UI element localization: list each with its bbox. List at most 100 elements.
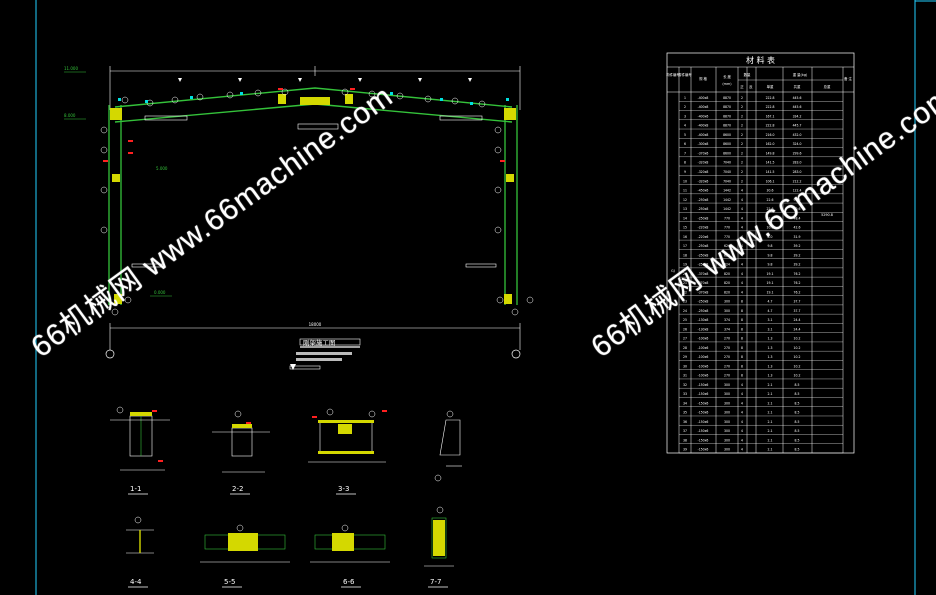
table-cell: 141.5 xyxy=(766,170,775,174)
weld-mark xyxy=(128,140,133,142)
table-cell: 1.3 xyxy=(768,346,773,350)
table-cell: 29 xyxy=(683,355,687,359)
header-component: 构件编号 xyxy=(666,72,680,77)
header-unit-weight: 单重 xyxy=(767,84,774,89)
table-cell: 212.2 xyxy=(793,179,802,183)
part-bubble xyxy=(254,89,262,97)
table-cell: 4 xyxy=(741,438,743,442)
table-cell: 770 xyxy=(724,216,730,220)
table-cell: 4 xyxy=(741,272,743,276)
section-labels: 1-1 2-2 3-3 4-4 5-5 6-6 7-7 xyxy=(130,485,441,586)
table-cell: 4 xyxy=(741,253,743,257)
table-cell: 8 xyxy=(741,355,743,359)
purlin-triangle xyxy=(178,78,182,82)
table-cell: 7040 xyxy=(723,170,731,174)
table-cell: 820 xyxy=(724,290,730,294)
table-cell: 374 xyxy=(724,327,730,331)
section-label-4-4: 4-4 xyxy=(130,578,142,586)
table-cell: 167.1 xyxy=(766,114,775,118)
part-bubble xyxy=(368,410,376,418)
table-cell: 39.2 xyxy=(794,253,801,257)
bolt-mark xyxy=(190,96,193,99)
table-cell: 22.6 xyxy=(767,198,774,202)
table-cell: 15 xyxy=(683,226,687,230)
table-cell: -300x8 xyxy=(698,142,709,146)
table-cell: 30 xyxy=(683,364,687,368)
table-cell: -250x8 xyxy=(698,198,709,202)
table-cell: -150x6 xyxy=(698,438,709,442)
table-cell: -400x8 xyxy=(698,96,709,100)
header-weight: 重 量(kg) xyxy=(793,72,808,77)
sheet-border xyxy=(35,0,936,595)
part-bubble xyxy=(100,226,108,234)
table-cell: 34 xyxy=(683,401,687,405)
header-spec: 规 格 xyxy=(699,76,707,81)
table-cell: 624 xyxy=(724,263,730,267)
table-cell: -400x8 xyxy=(698,124,709,128)
table-cell: 270 xyxy=(724,346,730,350)
part-bubble xyxy=(226,91,234,99)
table-cell: 8 xyxy=(741,300,743,304)
part-bubble xyxy=(436,506,444,514)
table-cell: 324.0 xyxy=(793,142,802,146)
section-label-7-7: 7-7 xyxy=(430,578,441,586)
table-cell: 16 xyxy=(683,235,687,239)
table-cell: 8870 xyxy=(723,124,731,128)
table-cell: -320x8 xyxy=(698,170,709,174)
table-cell: -150x6 xyxy=(698,392,709,396)
table-cell: 11 xyxy=(683,189,687,193)
table-cell: 8.5 xyxy=(795,420,800,424)
right-column xyxy=(504,105,518,305)
table-cell: -220x6 xyxy=(698,235,709,239)
table-cell: -320x6 xyxy=(698,179,709,183)
section-label-1-1: 1-1 xyxy=(130,485,141,493)
part-bubble xyxy=(494,226,502,234)
table-cell: 820 xyxy=(724,272,730,276)
part-bubble xyxy=(451,97,459,105)
portal-frame-elevation: 18000 xyxy=(64,66,534,532)
weld-mark xyxy=(158,460,163,462)
table-cell: 33 xyxy=(683,392,687,396)
table-cell: 32 xyxy=(683,383,687,387)
table-cell: 28 xyxy=(683,346,687,350)
table-cell: 270 xyxy=(724,374,730,378)
table-cell: 1442 xyxy=(723,189,731,193)
weld-mark xyxy=(312,416,317,418)
table-cell: 2 xyxy=(741,105,743,109)
table-cell: 374 xyxy=(724,318,730,322)
table-cell: 8 xyxy=(741,309,743,313)
table-cell: 12.1 xyxy=(767,216,774,220)
part-bubble xyxy=(446,410,454,418)
part-bubble xyxy=(121,96,129,104)
table-cell: 4 xyxy=(741,244,743,248)
table-cell: 1.3 xyxy=(768,374,773,378)
table-cell: 8.5 xyxy=(795,411,800,415)
header-count-rev: 反 xyxy=(749,84,753,89)
table-cell: 7040 xyxy=(723,179,731,183)
part-bubble xyxy=(234,410,242,418)
table-cell: -250x8 xyxy=(698,207,709,211)
table-cell: 8.5 xyxy=(795,383,800,387)
table-cell: 9 xyxy=(684,170,686,174)
table-cell: 39 xyxy=(683,448,687,452)
part-bubble xyxy=(96,296,104,304)
table-cell: 4 xyxy=(741,281,743,285)
table-cell: 4 xyxy=(741,290,743,294)
table-cell: 8 xyxy=(741,374,743,378)
table-cell: 21 xyxy=(683,281,687,285)
weld-mark xyxy=(246,422,251,424)
table-cell: 4 xyxy=(741,189,743,193)
table-cell: -370x8 xyxy=(698,281,709,285)
table-cell: 222.8 xyxy=(766,105,775,109)
part-bubble xyxy=(281,88,289,96)
table-cell: -400x6 xyxy=(698,114,709,118)
table-cell: 2.1 xyxy=(768,438,773,442)
table-cell: -150x6 xyxy=(698,411,709,415)
table-cell: 8.5 xyxy=(795,448,800,452)
component-code: GJ xyxy=(671,269,675,273)
table-cell: 1.3 xyxy=(768,355,773,359)
purlin-triangle xyxy=(418,78,422,82)
table-title: 材 料 表 xyxy=(746,55,775,65)
table-cell: 20 xyxy=(683,272,687,276)
material-table: 材 料 表构件编号零件编号规 格长 度(mm)数量正反重 量(kg)单重共重总重… xyxy=(666,52,855,454)
